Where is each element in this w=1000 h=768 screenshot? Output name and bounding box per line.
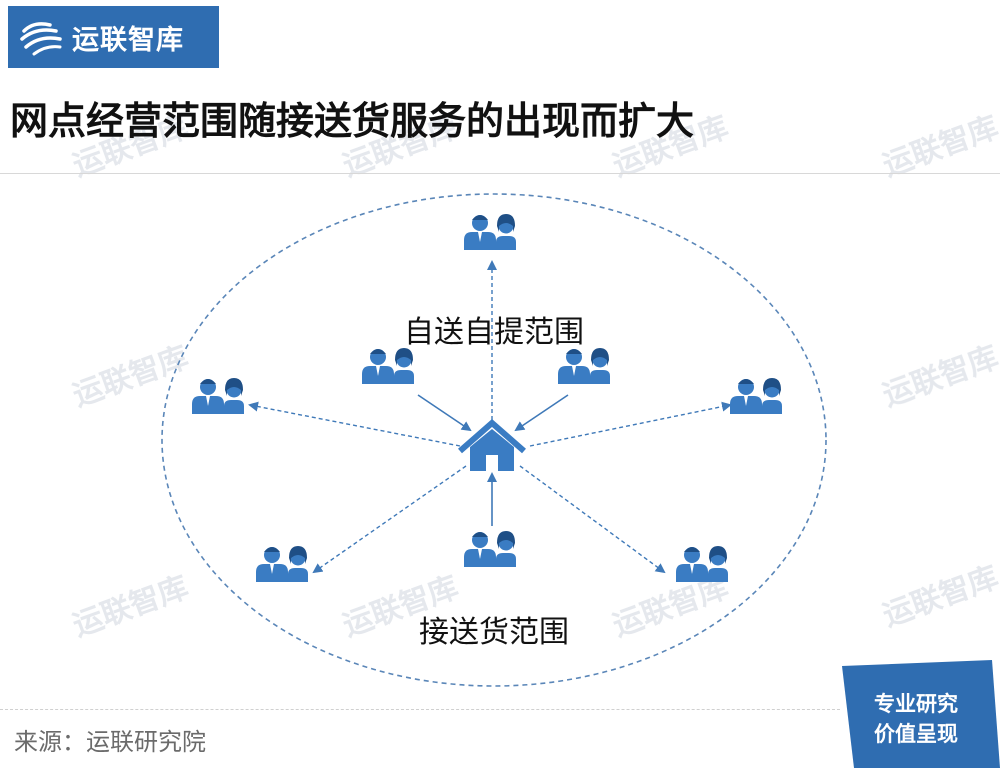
page-title: 网点经营范围随接送货服务的出现而扩大 xyxy=(10,99,695,143)
badge-line-1: 专业研究 xyxy=(874,692,958,716)
brand-swirl-icon xyxy=(20,22,62,56)
badge-background xyxy=(842,660,1000,768)
brand-logo-block: 运联智库 xyxy=(8,6,219,68)
arrow-in-right xyxy=(514,394,569,432)
arrow-out-bottom-right xyxy=(519,465,666,574)
arrow-out-bottom-left xyxy=(312,465,467,574)
footer-divider xyxy=(0,709,840,710)
customer-inner-left-icon xyxy=(362,348,414,384)
customer-bottom-icon xyxy=(464,531,516,567)
arrow-out-right xyxy=(529,401,732,447)
customer-inner-right-icon xyxy=(558,348,610,384)
self-pickup-range-label: 自送自提范围 xyxy=(404,315,584,350)
customer-top-icon xyxy=(464,214,516,250)
badge-line-2: 价值呈现 xyxy=(874,722,958,746)
arrow-out-left xyxy=(248,401,461,447)
slogan-badge: 专业研究 价值呈现 xyxy=(832,660,1000,768)
customer-left-icon xyxy=(192,378,244,414)
arrow-in-left xyxy=(417,394,472,432)
source-note: 来源：运联研究院 xyxy=(14,728,206,756)
customer-bottom-left-icon xyxy=(256,546,308,582)
title-divider xyxy=(0,173,1000,174)
customer-right-icon xyxy=(730,378,782,414)
delivery-range-ellipse xyxy=(161,193,827,687)
brand-name: 运联智库 xyxy=(72,24,184,56)
customer-bottom-right-icon xyxy=(676,546,728,582)
delivery-range-label: 接送货范围 xyxy=(419,615,569,650)
outlet-house-icon xyxy=(458,419,526,471)
